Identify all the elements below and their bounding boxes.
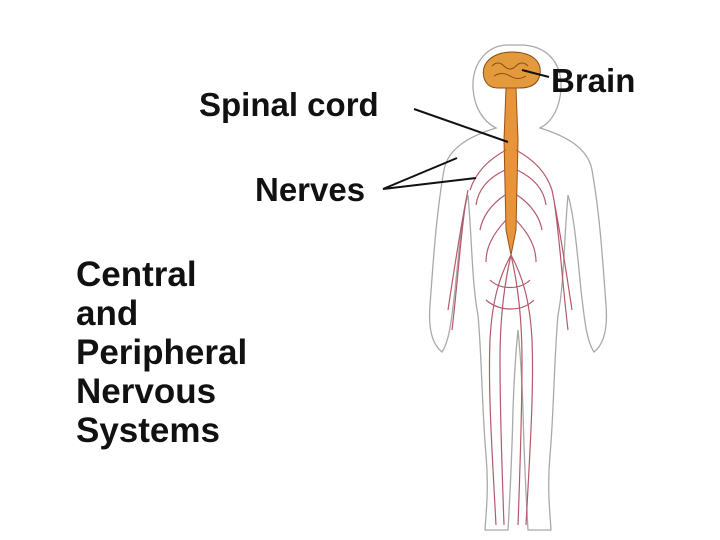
brain-callout-line — [521, 69, 550, 78]
title-line: Nervous — [76, 372, 217, 411]
spinal-cord-shape — [503, 87, 519, 256]
peripheral-nerves — [447, 149, 573, 526]
diagram-title: Central and Peripheral Nervous Systems — [76, 255, 247, 450]
title-line: Peripheral — [76, 333, 248, 372]
brain-folds — [491, 62, 529, 79]
title-line: Central — [76, 255, 197, 294]
body-outline — [428, 44, 608, 531]
title-line: Systems — [76, 411, 220, 450]
nerves-callout-line-lower — [382, 177, 477, 190]
nerves-label: Nerves — [255, 171, 366, 208]
callout-lines — [382, 69, 550, 190]
spinal-cord-callout-line — [413, 108, 509, 143]
nerves-callout-line-upper — [382, 157, 458, 190]
brain-shape — [482, 51, 541, 89]
brain-label: Brain — [551, 62, 636, 99]
spinal-cord-label: Spinal cord — [199, 86, 379, 123]
title-line: and — [76, 294, 139, 333]
